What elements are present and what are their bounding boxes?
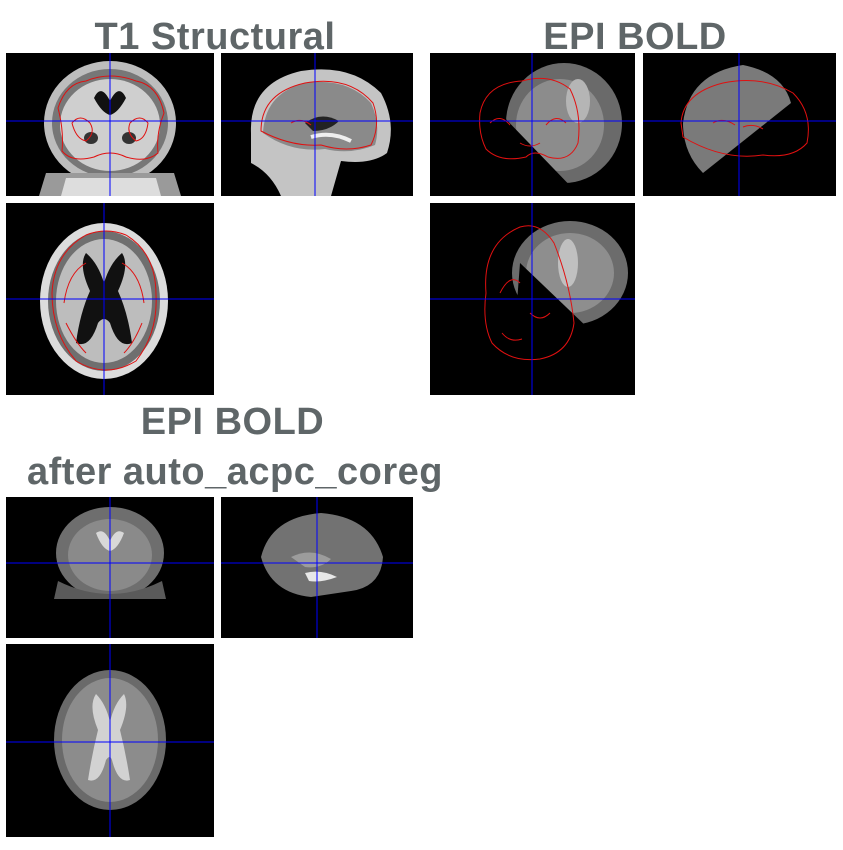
t1-coronal-view[interactable] — [6, 53, 214, 196]
t1-sagittal-view[interactable] — [221, 53, 413, 196]
t1-axial-view[interactable] — [6, 203, 214, 395]
epi-after-sagittal-view[interactable] — [221, 497, 413, 638]
title-after-auto-acpc-coreg: after auto_acpc_coreg — [27, 451, 443, 493]
epi-after-axial-view[interactable] — [6, 644, 214, 837]
title-epi-bold: EPI BOLD — [543, 16, 727, 58]
epi-axial-view[interactable] — [430, 203, 635, 395]
epi-sagittal-view[interactable] — [643, 53, 836, 196]
title-epi-bold-after: EPI BOLD — [140, 401, 325, 443]
epi-coronal-view[interactable] — [430, 53, 635, 196]
epi-after-coronal-view[interactable] — [6, 497, 214, 638]
title-t1-structural: T1 Structural — [94, 16, 336, 58]
